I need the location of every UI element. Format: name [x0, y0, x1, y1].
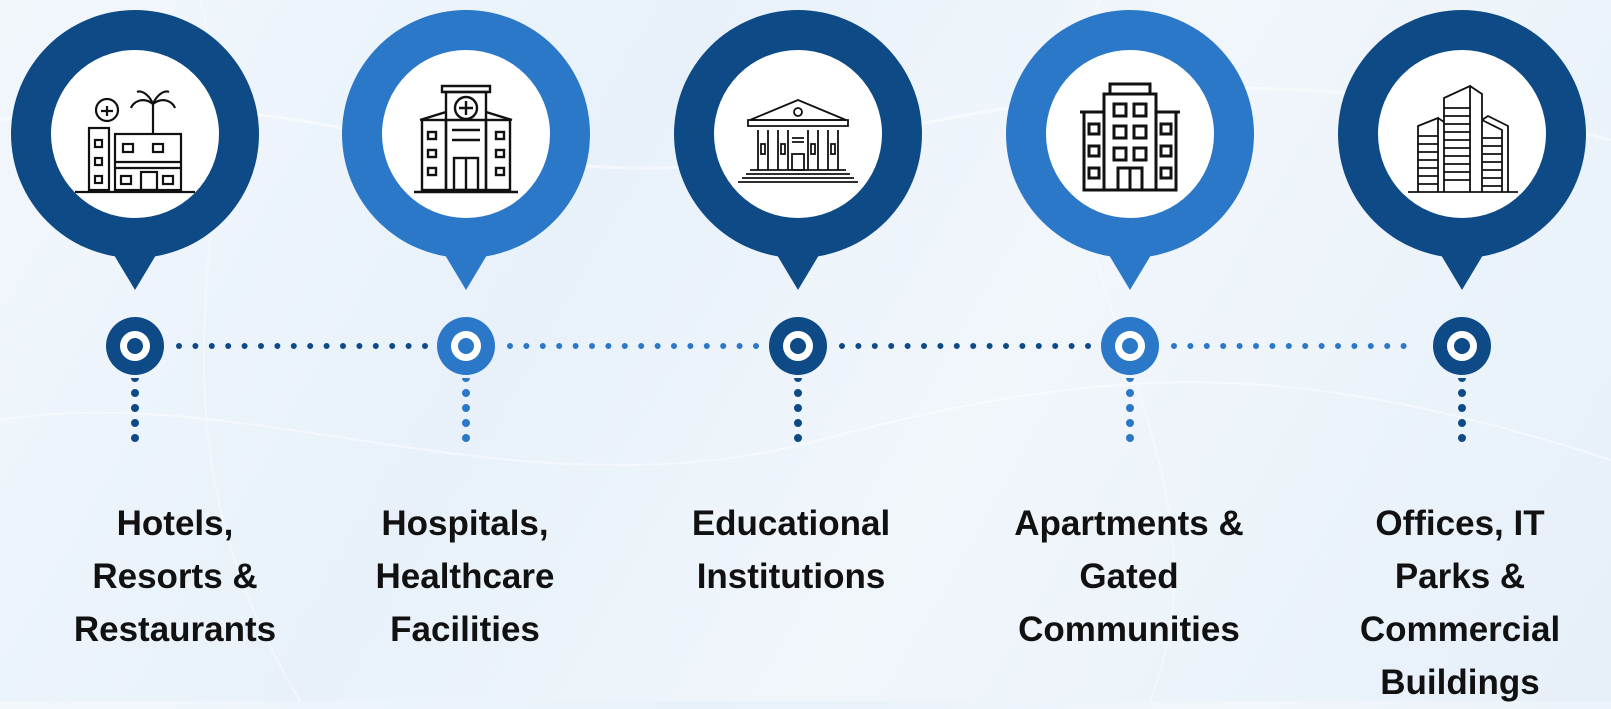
label-apartments: Apartments & Gated Communities	[999, 497, 1259, 656]
label-line: Restaurants	[73, 610, 277, 649]
pin-hotels	[11, 10, 259, 290]
timeline-node-hospitals	[437, 317, 495, 375]
timeline-node-offices	[1433, 317, 1491, 375]
label-line: Commercial	[1359, 610, 1561, 649]
label-line: Parks &	[1394, 557, 1526, 596]
label-hospitals: Hospitals, Healthcare Facilities	[335, 497, 595, 656]
hotel-resort-icon	[75, 90, 195, 194]
label-line: Hospitals,	[381, 504, 549, 543]
stem-dots-hotels	[131, 378, 139, 457]
pin-marker-shape	[342, 10, 590, 290]
stem-dots-offices	[1458, 378, 1466, 457]
pin-hospitals	[342, 10, 590, 290]
stem-dots-apartments	[1126, 378, 1134, 457]
label-offices: Offices, IT Parks & Commercial Buildings	[1331, 497, 1589, 709]
institution-icon	[738, 99, 858, 183]
pin-marker-shape	[674, 10, 922, 290]
pin-offices	[1338, 10, 1586, 290]
hospital-icon	[414, 84, 518, 194]
timeline-node-educational	[769, 317, 827, 375]
timeline-node-apartments	[1101, 317, 1159, 375]
label-line: Gated	[1079, 557, 1179, 596]
stem-dots-educational	[794, 378, 802, 457]
label-line: Facilities	[390, 610, 540, 649]
label-line: Institutions	[696, 557, 886, 596]
label-line: Apartments &	[1014, 504, 1244, 543]
label-line: Healthcare	[375, 557, 555, 596]
pin-educational	[674, 10, 922, 290]
label-line: Hotels,	[116, 504, 234, 543]
label-line: Buildings	[1380, 663, 1540, 702]
label-line: Educational	[691, 504, 891, 543]
office-towers-icon	[1408, 84, 1518, 193]
apartment-building-icon	[1080, 82, 1180, 192]
pin-apartments	[1006, 10, 1254, 290]
stem-dots-hospitals	[462, 378, 470, 457]
label-educational: Educational Institutions	[661, 497, 921, 603]
label-hotels: Hotels, Resorts & Restaurants	[45, 497, 305, 656]
label-line: Communities	[1018, 610, 1240, 649]
label-line: Offices, IT	[1375, 504, 1545, 543]
label-line: Resorts &	[92, 557, 258, 596]
timeline-node-hotels	[106, 317, 164, 375]
